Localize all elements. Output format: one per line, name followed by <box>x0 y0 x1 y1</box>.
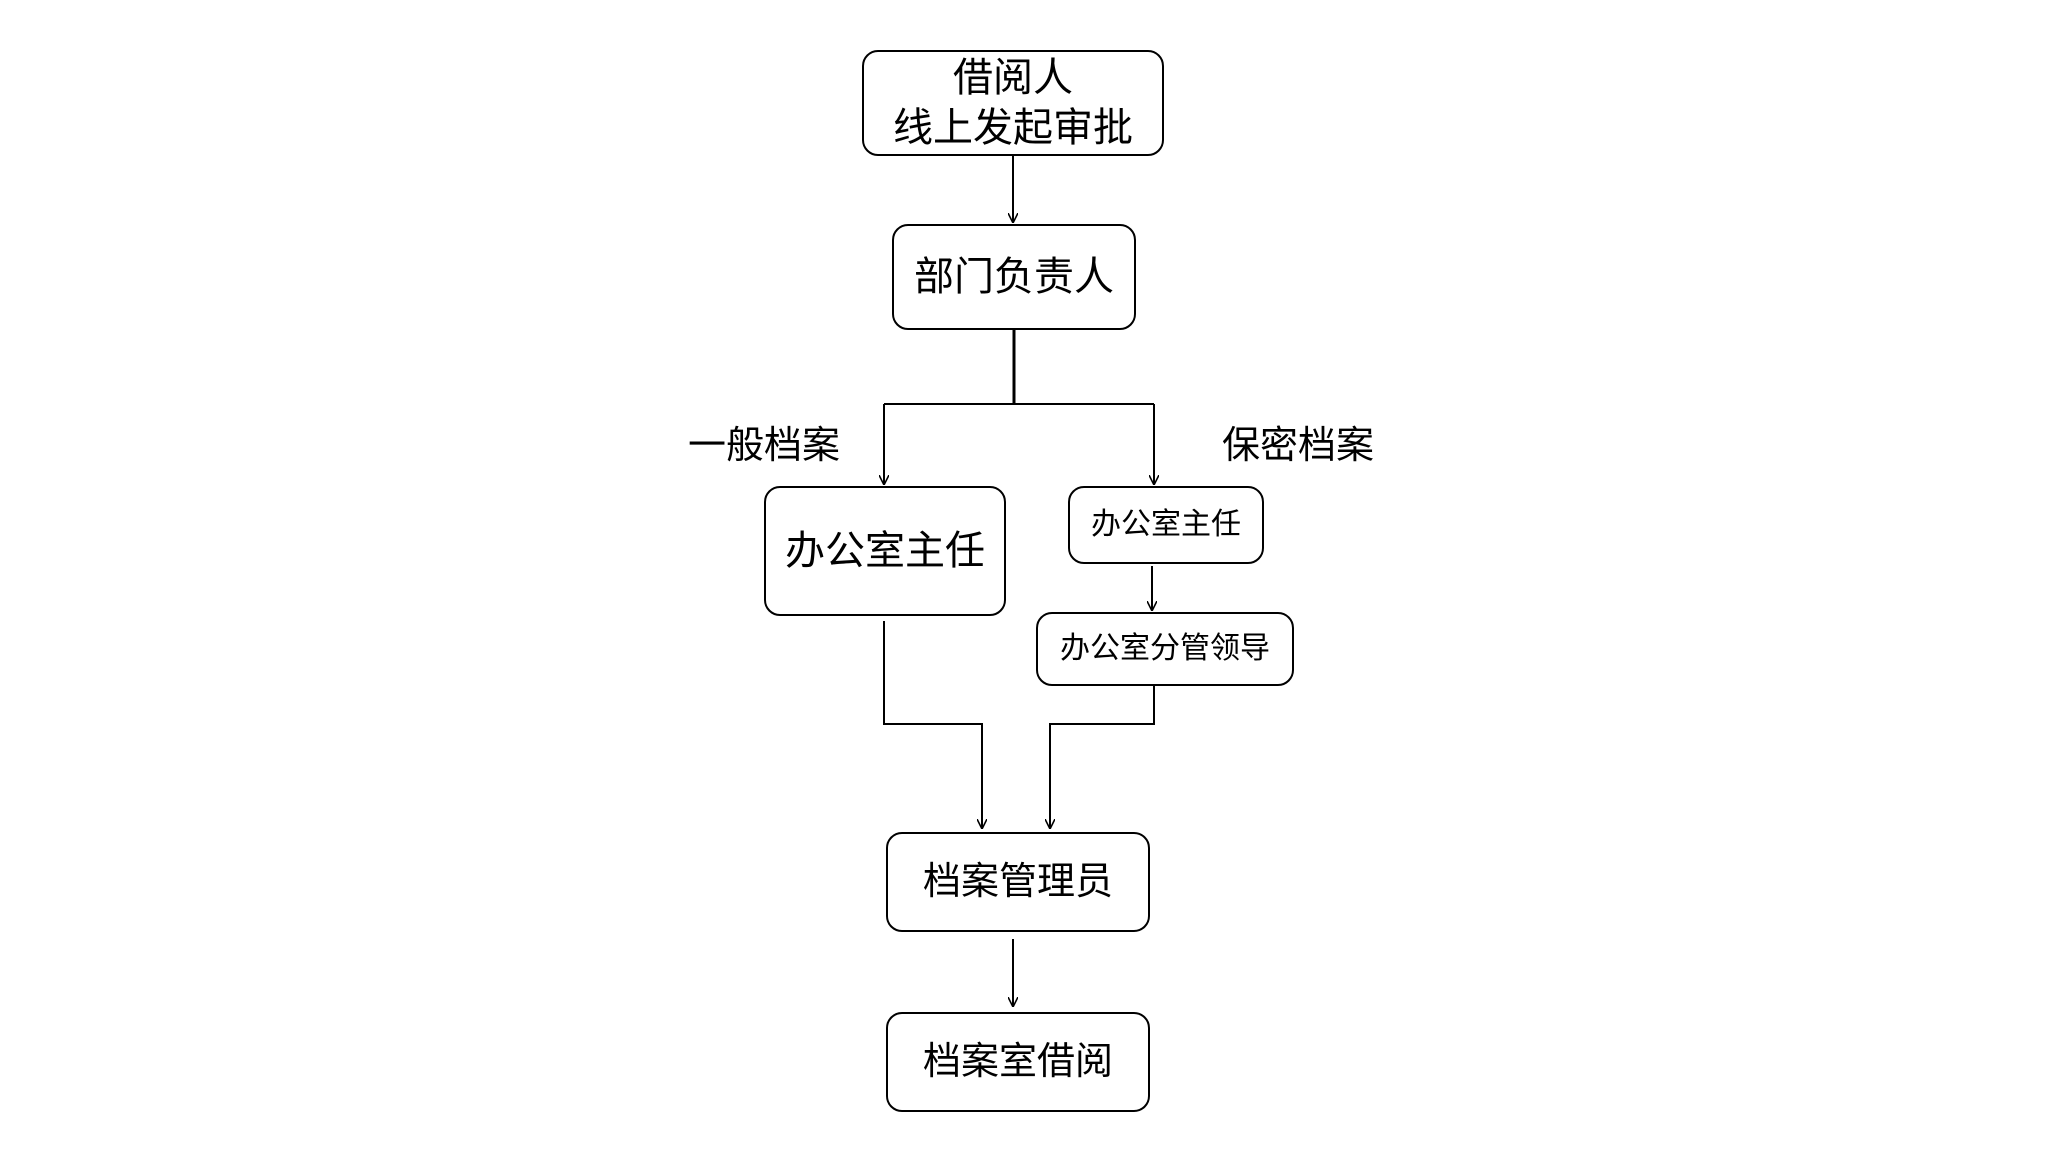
node-archive-room-borrow: 档案室借阅 <box>886 1012 1150 1112</box>
arrow-general-to-archivist <box>883 621 982 828</box>
node-office-director-confidential: 办公室主任 <box>1068 486 1264 564</box>
node-office-supervisor: 办公室分管领导 <box>1036 612 1294 686</box>
node-office-director-general-label: 办公室主任 <box>785 528 985 574</box>
node-dept-head: 部门负责人 <box>892 224 1136 330</box>
node-dept-head-label: 部门负责人 <box>914 254 1114 300</box>
node-archivist: 档案管理员 <box>886 832 1150 932</box>
branch-label-general: 一般档案 <box>688 423 841 467</box>
node-initiator-line1: 借阅人 <box>953 55 1073 101</box>
node-archive-room-borrow-label: 档案室借阅 <box>922 1039 1113 1084</box>
node-initiator: 借阅人 线上发起审批 <box>862 50 1164 156</box>
arrow-supervisor-to-archivist <box>1050 686 1155 828</box>
node-initiator-line2: 线上发起审批 <box>893 105 1133 151</box>
node-office-director-confidential-label: 办公室主任 <box>1091 507 1241 543</box>
branch-label-confidential: 保密档案 <box>1222 423 1375 467</box>
node-office-director-general: 办公室主任 <box>764 486 1006 616</box>
node-archivist-label: 档案管理员 <box>922 859 1113 904</box>
node-office-supervisor-label: 办公室分管领导 <box>1060 631 1270 667</box>
